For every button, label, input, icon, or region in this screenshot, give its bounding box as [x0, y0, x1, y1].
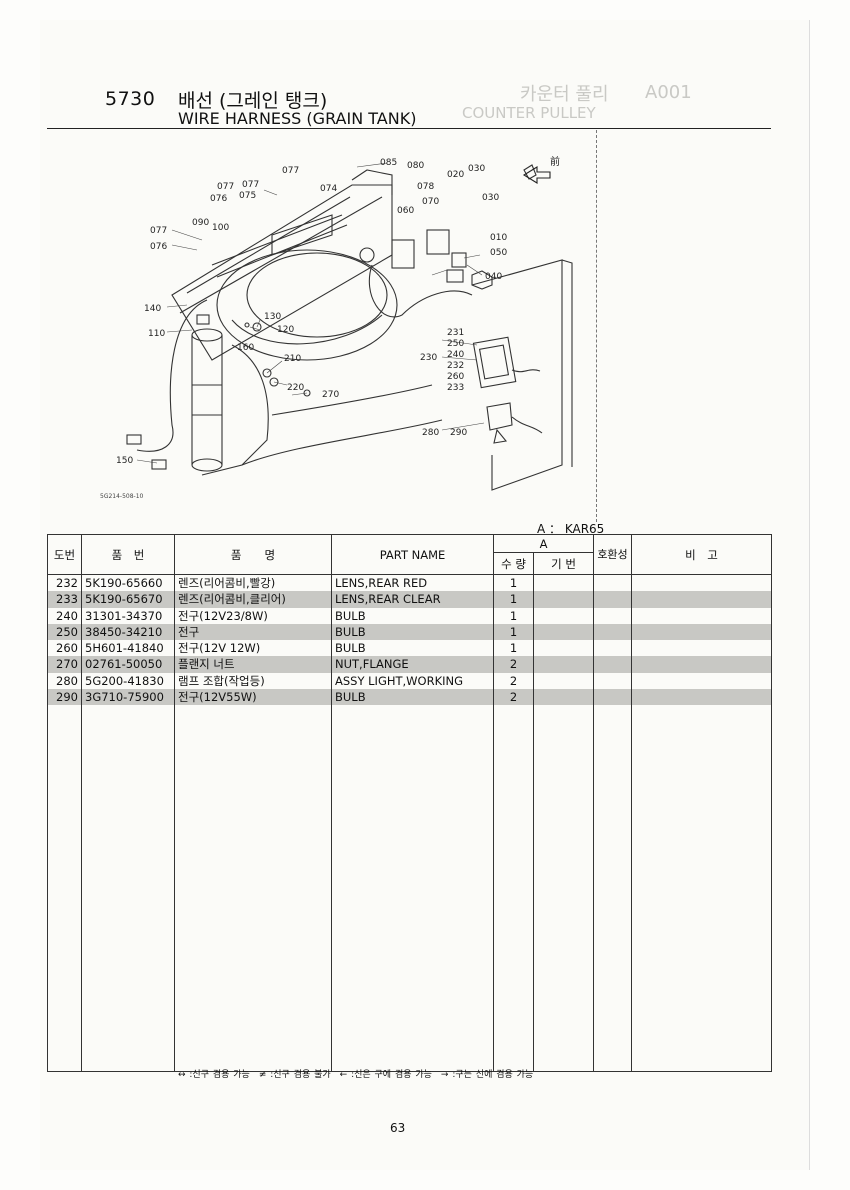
col-header-qty: 수 량 — [493, 552, 534, 575]
diagram-callout: 040 — [485, 272, 502, 282]
diagram-callout: 074 — [320, 184, 337, 194]
parts-table: 도번 품 번 품 명 PART NAME A 호환성 비 고 수 량 기 번 2… — [47, 534, 772, 1072]
diagram-callout: 260 — [447, 372, 464, 382]
diagram-callout: 030 — [482, 193, 499, 203]
figure-id: 5G214-508-10 — [100, 493, 144, 500]
diagram-callout: 230 — [420, 353, 437, 363]
diagram-callout: 030 — [468, 164, 485, 174]
page-fold-line — [596, 130, 597, 522]
diagram-callout: 270 — [322, 390, 339, 400]
diagram-callout: 050 — [490, 248, 507, 258]
diagram-callout: 076 — [210, 194, 227, 204]
diagram-callout: 232 — [447, 361, 464, 371]
exploded-diagram: 085 080 077 020 030 077 077 074 078 076 … — [116, 155, 573, 491]
diagram-callout: 140 — [144, 304, 161, 314]
ghost-header-code: A001 — [645, 82, 692, 103]
diagram-callout: 077 — [242, 180, 259, 190]
ghost-header-title-kr: 카운터 풀리 — [520, 84, 609, 105]
table-empty-area — [47, 705, 772, 1072]
diagram-callout: 160 — [237, 343, 254, 353]
variant-note: A ： KAR65 — [537, 522, 605, 536]
col-header-name-en: PART NAME — [331, 534, 494, 575]
diagram-callout: 060 — [397, 206, 414, 216]
diagram-callout: 020 — [447, 170, 464, 180]
diagram-callout: 250 — [447, 339, 464, 349]
diagram-callout: 078 — [417, 182, 434, 192]
ghost-header-title-en: COUNTER PULLEY — [462, 104, 596, 122]
diagram-callout: 077 — [217, 182, 234, 192]
compatibility-legend: ↔ :신구 겸용 가능 ≠ :신구 겸용 불가 ← :신은 구에 겸용 가능 →… — [178, 1070, 534, 1080]
diagram-callout: 233 — [447, 383, 464, 393]
diagram-callout: 290 — [450, 428, 467, 438]
diagram-callout: 075 — [239, 191, 256, 201]
diagram-callout: 280 — [422, 428, 439, 438]
diagram-callout: 220 — [287, 383, 304, 393]
col-header-part-no: 품 번 — [81, 534, 175, 575]
section-title-en: WIRE HARNESS (GRAIN TANK) — [178, 109, 417, 128]
diagram-callout: 100 — [212, 223, 229, 233]
diagram-callout: 150 — [116, 456, 133, 466]
diagram-callout: 080 — [407, 161, 424, 171]
diagram-callout: 130 — [264, 312, 281, 322]
col-header-remarks: 비 고 — [631, 534, 772, 575]
col-header-ref: 도번 — [47, 534, 82, 575]
col-header-compat: 호환성 — [593, 534, 632, 575]
diagram-callout: 240 — [447, 350, 464, 360]
diagram-callout: 110 — [148, 329, 165, 339]
section-title-kr: 배선 (그레인 탱크) — [178, 90, 328, 112]
col-header-name-kr: 품 명 — [174, 534, 332, 575]
diagram-callout: 010 — [490, 233, 507, 243]
front-direction-arrow-icon — [522, 166, 551, 184]
col-header-base: 기 번 — [533, 552, 594, 575]
diagram-callout: 231 — [447, 328, 464, 338]
diagram-callout: 076 — [150, 242, 167, 252]
diagram-callout: 090 — [192, 218, 209, 228]
page-number: 63 — [390, 1121, 406, 1135]
diagram-callout: 120 — [277, 325, 294, 335]
diagram-callout: 085 — [380, 158, 397, 168]
diagram-callout: 210 — [284, 354, 301, 364]
header-rule — [47, 128, 771, 129]
diagram-callout: 077 — [150, 226, 167, 236]
col-header-group-a: A — [493, 534, 594, 553]
section-code: 5730 — [105, 88, 156, 110]
diagram-callout: 070 — [422, 197, 439, 207]
front-label: 前 — [550, 155, 560, 168]
diagram-callout: 077 — [282, 166, 299, 176]
